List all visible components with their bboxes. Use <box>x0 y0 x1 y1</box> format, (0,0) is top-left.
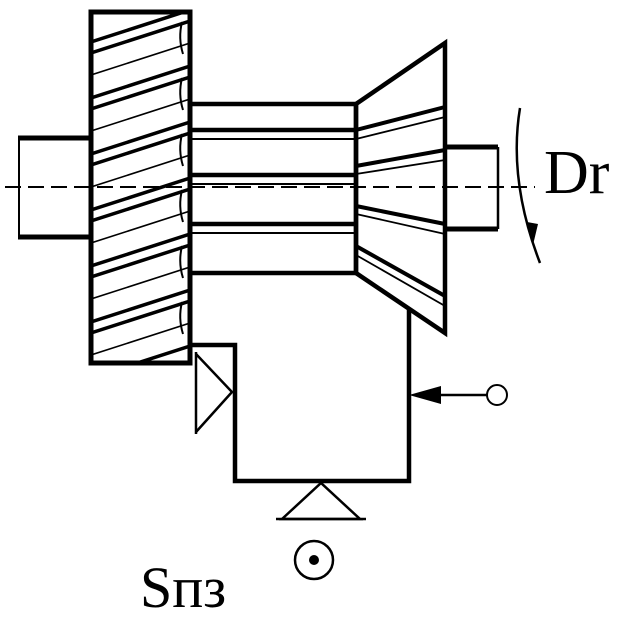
bottom-support <box>276 481 366 521</box>
clamping-force-arrow <box>409 384 508 406</box>
feed-direction-symbol <box>293 539 335 581</box>
rotation-label: Dr <box>544 139 610 207</box>
rotation-arrow <box>515 107 542 264</box>
gear-teeth <box>91 12 190 363</box>
locating-support <box>194 352 234 434</box>
tool-cylinder <box>187 101 359 276</box>
feed-label: Sпз <box>140 555 226 617</box>
tool-cone <box>353 38 448 338</box>
fixture-frame <box>190 310 412 484</box>
helical-gear <box>88 9 193 366</box>
